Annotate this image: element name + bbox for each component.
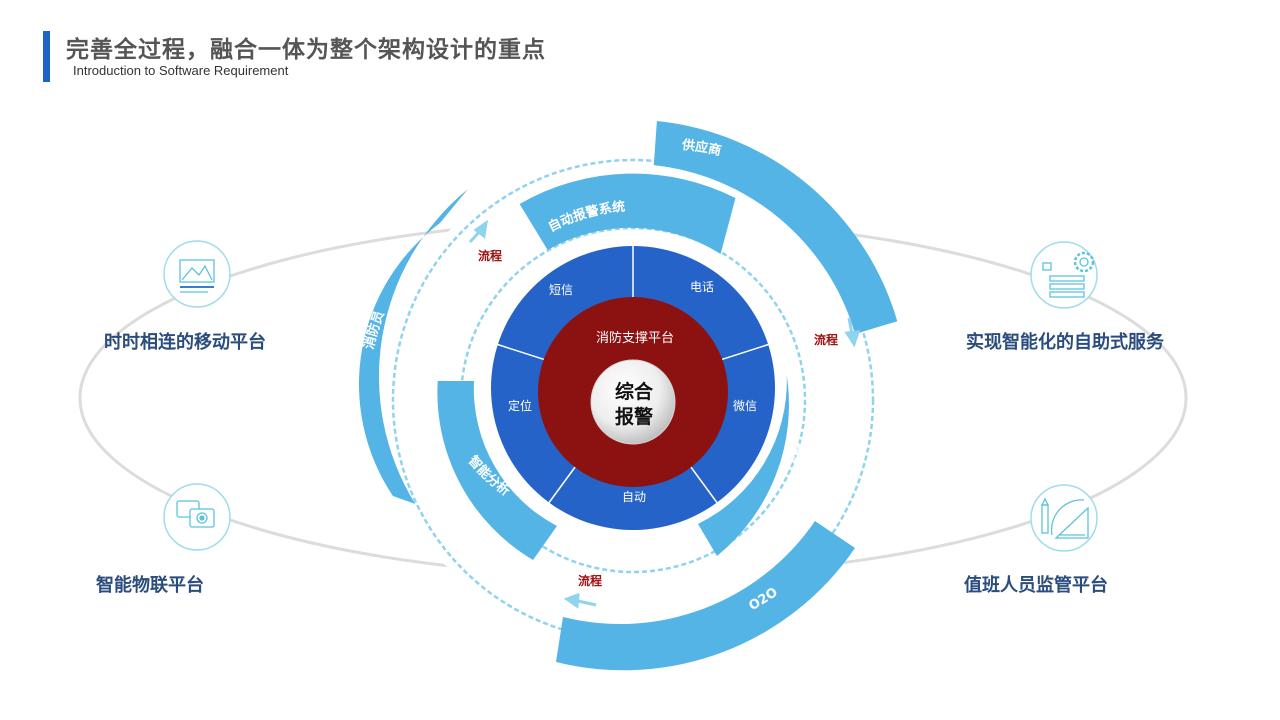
feature-duty-supervision: 值班人员监管平台: [964, 575, 1108, 596]
arc-label-supplier: 供应商: [680, 137, 722, 159]
segment-location: 定位: [508, 398, 532, 413]
arc-band-firefighter: [358, 189, 468, 504]
feature-mobile-platform: 时时相连的移动平台: [104, 332, 266, 353]
center-label-line2: 报警: [615, 405, 653, 428]
page-subtitle: Introduction to Software Requirement: [73, 63, 289, 78]
feature-ring-top-right: [1030, 241, 1098, 309]
arc-band-smart-analysis: [437, 381, 557, 560]
arc-band-o2o: [556, 521, 855, 671]
outer-arc-bands: [358, 121, 898, 671]
picture-icon: [179, 259, 215, 293]
design-tools-icon: [1040, 497, 1089, 539]
segment-sms: 短信: [549, 283, 573, 297]
chat-settings-icon: [176, 500, 215, 528]
center-pearl: [590, 359, 676, 445]
feature-ring-top-left: [163, 240, 231, 308]
title-accent-bar: [43, 31, 50, 82]
flow-arrow-right-head: [844, 330, 861, 348]
flow-label-right: 流程: [814, 332, 838, 347]
flow-arrows: [468, 219, 861, 609]
flow-label-top: 流程: [478, 248, 502, 263]
arc-band-supplier: [653, 121, 898, 334]
feature-self-service: 实现智能化的自助式服务: [966, 332, 1164, 353]
arc-label-firefighter: 消防员: [361, 309, 388, 351]
flow-arrow-top-head: [473, 219, 489, 239]
segment-phone: 电话: [690, 280, 714, 294]
center-label-line1: 综合: [615, 380, 654, 403]
arc-band-auto-alarm: [519, 173, 736, 254]
feature-iot-platform: 智能物联平台: [96, 575, 204, 596]
flow-arrow-bottom-head: [563, 592, 580, 609]
segment-auto: 自动: [622, 490, 646, 504]
flow-arrow-bottom: [577, 599, 597, 607]
core-label: 消防支撑平台: [596, 330, 674, 346]
flow-label-bottom: 流程: [578, 573, 602, 588]
feature-ring-bottom-right: [1030, 484, 1098, 552]
arc-band-video-link: [698, 375, 789, 556]
segment-wechat: 微信: [733, 399, 757, 413]
gear-server-icon: [1042, 251, 1095, 298]
page-title: 完善全过程，融合一体为整个架构设计的重点: [66, 37, 546, 63]
